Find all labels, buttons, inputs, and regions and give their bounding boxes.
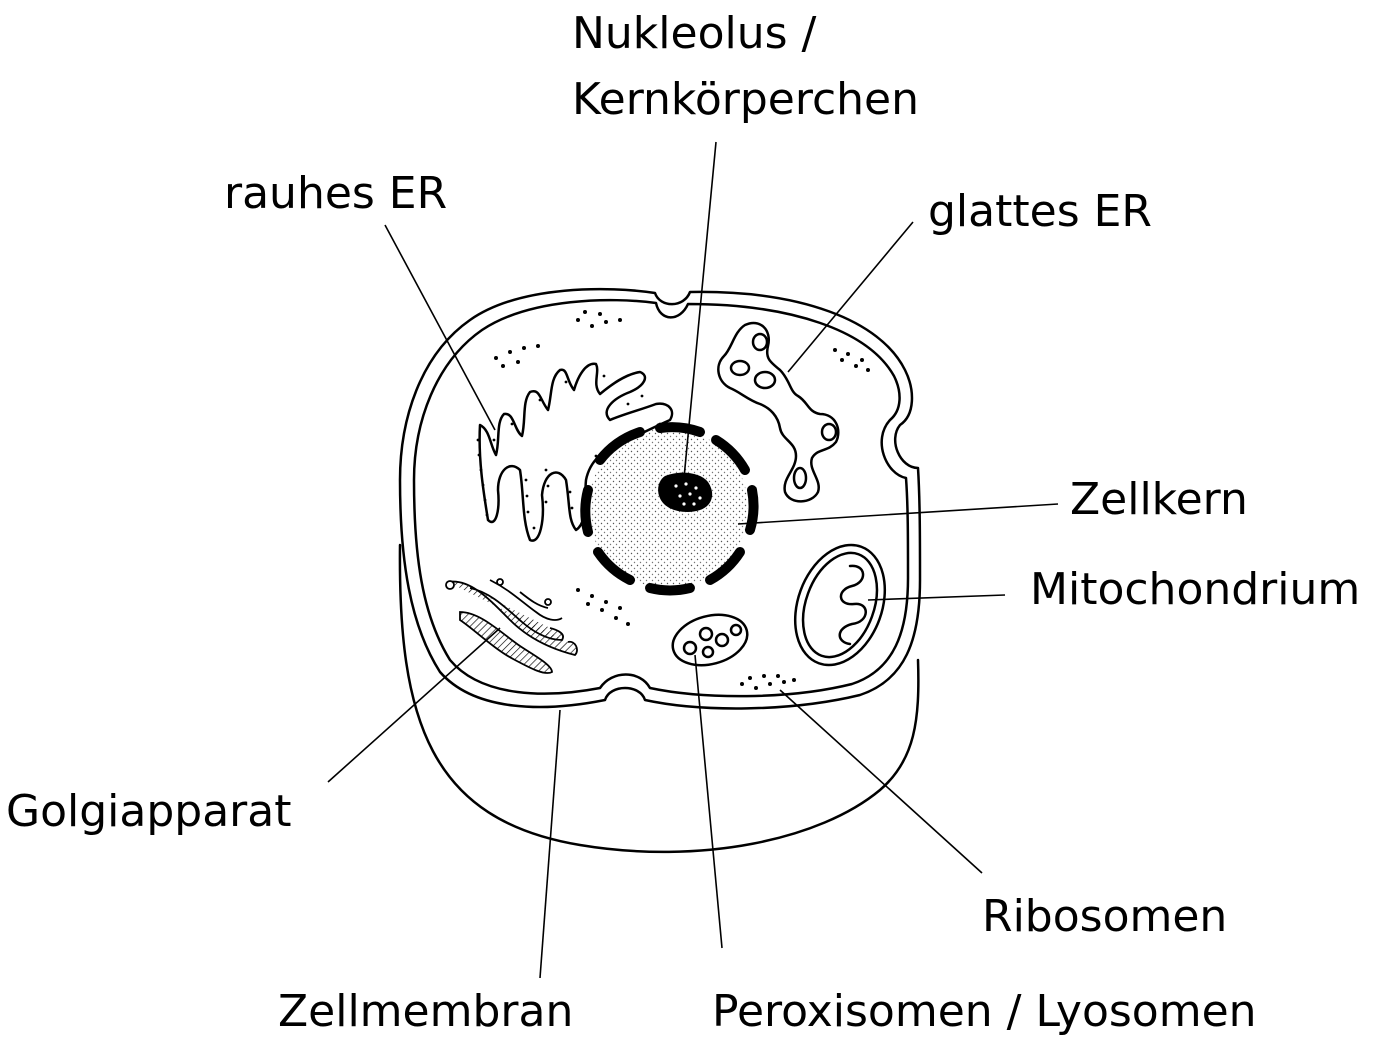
label-peroxisomen: Peroxisomen / Lyosomen	[712, 986, 1257, 1037]
rauhes-er-shape	[476, 362, 674, 542]
label-mitochondrium: Mitochondrium	[1030, 564, 1361, 615]
cell-membrane-inner	[412, 298, 910, 698]
label-nukleolus: Nukleolus / Kernkörperchen	[572, 1, 919, 133]
peroxisomen-shape	[671, 613, 749, 667]
label-nukleolus-line2: Kernkörperchen	[572, 74, 920, 125]
nukleolus-shape	[658, 472, 713, 512]
label-nukleolus-line1: Nukleolus /	[572, 8, 817, 59]
label-rauhes-er: rauhes ER	[224, 168, 448, 219]
zellkern-shape	[580, 422, 759, 596]
mitochondrium-shape	[793, 543, 887, 667]
ribosomen-dots	[494, 310, 870, 690]
label-glattes-er: glattes ER	[928, 186, 1152, 237]
cell-outline-outer	[398, 287, 922, 710]
leader-lines	[327, 141, 1059, 979]
cell-body-side	[398, 543, 920, 854]
glattes-er-shape	[717, 321, 840, 503]
label-zellkern: Zellkern	[1070, 474, 1248, 525]
golgiapparat-shape	[445, 578, 578, 674]
label-zellmembran: Zellmembran	[278, 986, 574, 1037]
label-golgiapparat: Golgiapparat	[6, 786, 292, 837]
label-ribosomen: Ribosomen	[982, 891, 1228, 942]
